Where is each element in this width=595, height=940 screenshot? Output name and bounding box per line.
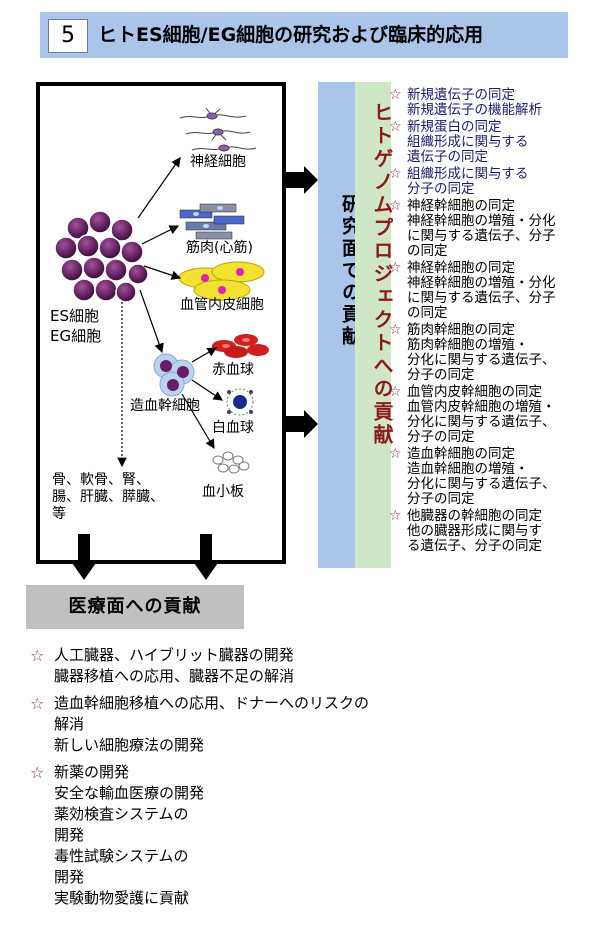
diagram-frame xyxy=(36,82,286,564)
list-item: ☆ 新薬の開発 安全な輸血医療の開発 薬効検査システムの 開発 毒性試験システム… xyxy=(30,763,205,907)
stem-cell-label: ES細胞 EG細胞 xyxy=(50,307,102,345)
research-contribution-column: 研究面での貢献 xyxy=(318,82,361,568)
star-icon: ☆ xyxy=(389,260,402,276)
title-number: 5 xyxy=(48,19,88,53)
differentiation-arrows xyxy=(117,157,223,468)
nerve-cell-icon xyxy=(179,107,257,152)
hematopoietic-stem-cell-icon xyxy=(153,353,195,397)
medical-arrows xyxy=(70,534,220,580)
platelet-label: 血小板 xyxy=(202,484,244,500)
star-icon: ☆ xyxy=(389,446,402,462)
star-icon: ☆ xyxy=(389,322,402,338)
title-bar: 5 ヒトES細胞/EG細胞の研究および臨床的応用 xyxy=(40,12,568,58)
list-item: ☆ 組織形成に関与する 分子の同定 xyxy=(389,166,529,197)
list-item: ☆ 新規遺伝子の同定 新規遺伝子の機能解析 xyxy=(389,87,542,118)
star-icon: ☆ xyxy=(389,119,402,135)
medical-items-list: ☆ 人工臓器、ハイブリット臓器の開発 臓器移植への応用、臓器不足の解消 ☆ 造血… xyxy=(30,645,430,915)
star-icon: ☆ xyxy=(30,646,45,665)
genome-contribution-text: ヒトゲノムプロジェクトへの貢献 xyxy=(370,102,394,447)
es-cell-cluster-icon xyxy=(54,210,149,303)
hematopoietic-stem-cell-label: 造血幹細胞 xyxy=(130,398,200,414)
list-item: ☆ 筋肉幹細胞の同定 筋肉幹細胞の増殖・ 分化に関与する遺伝子、 分子の同定 xyxy=(389,322,556,383)
red-blood-cell-icon xyxy=(212,334,269,358)
list-item: ☆ 新規蛋白の同定 組織形成に関与する 遺伝子の同定 xyxy=(389,119,529,165)
star-icon: ☆ xyxy=(389,166,402,182)
star-icon: ☆ xyxy=(389,508,402,524)
nerve-cell-label: 神経細胞 xyxy=(190,154,246,170)
muscle-cell-label: 筋肉(心筋) xyxy=(186,240,253,256)
list-item: ☆ 人工臓器、ハイブリット臓器の開発 臓器移植への応用、臓器不足の解消 xyxy=(30,646,295,685)
red-blood-cell-label: 赤血球 xyxy=(212,362,254,378)
star-icon: ☆ xyxy=(389,87,402,103)
other-organs-label: 骨、軟骨、腎、 腸、肝臓、膵臓、 等 xyxy=(52,472,164,522)
endothelial-cell-label: 血管内皮細胞 xyxy=(180,297,264,313)
genome-contribution-column: ヒトゲノムプロジェクトへの貢献 xyxy=(355,82,394,568)
endothelial-cell-icon xyxy=(178,261,265,301)
list-item: ☆ 血管内皮幹細胞の同定 血管内皮幹細胞の増殖・ 分化に関与する遺伝子、 分子の… xyxy=(389,384,556,445)
star-icon: ☆ xyxy=(389,198,402,214)
white-blood-cell-icon xyxy=(226,388,254,416)
list-item: ☆ 神経幹細胞の同定 神経幹細胞の増殖・分化 に関与する遺伝子、分子 の同定 xyxy=(389,260,556,321)
list-item: ☆ 他臓器の幹細胞の同定 他の臓器形成に関与す る遺伝子、分子の同定 xyxy=(389,508,542,554)
medical-contribution-box: 医療面への貢献 xyxy=(26,585,244,629)
list-item: ☆ 造血幹細胞移植への応用、ドナーへのリスクの 解消 新しい細胞療法の開発 xyxy=(30,694,370,754)
star-icon: ☆ xyxy=(389,384,402,400)
muscle-cell-icon xyxy=(179,203,245,240)
list-item: ☆ 神経幹細胞の同定 神経幹細胞の増殖・分化 に関与する遺伝子、分子 の同定 xyxy=(389,198,556,259)
page-title: ヒトES細胞/EG細胞の研究および臨床的応用 xyxy=(98,24,484,46)
star-icon: ☆ xyxy=(30,694,45,713)
research-arrows xyxy=(286,166,318,438)
research-items-list: ☆ 新規遺伝子の同定 新規遺伝子の機能解析 ☆ 新規蛋白の同定 組織形成に関与す… xyxy=(389,88,589,556)
white-blood-cell-label: 白血球 xyxy=(212,420,254,436)
list-item: ☆ 造血幹細胞の同定 造血幹細胞の増殖・ 分化に関与する遺伝子、 分子の同定 xyxy=(389,446,556,507)
star-icon: ☆ xyxy=(30,763,45,782)
platelet-icon xyxy=(212,451,250,474)
